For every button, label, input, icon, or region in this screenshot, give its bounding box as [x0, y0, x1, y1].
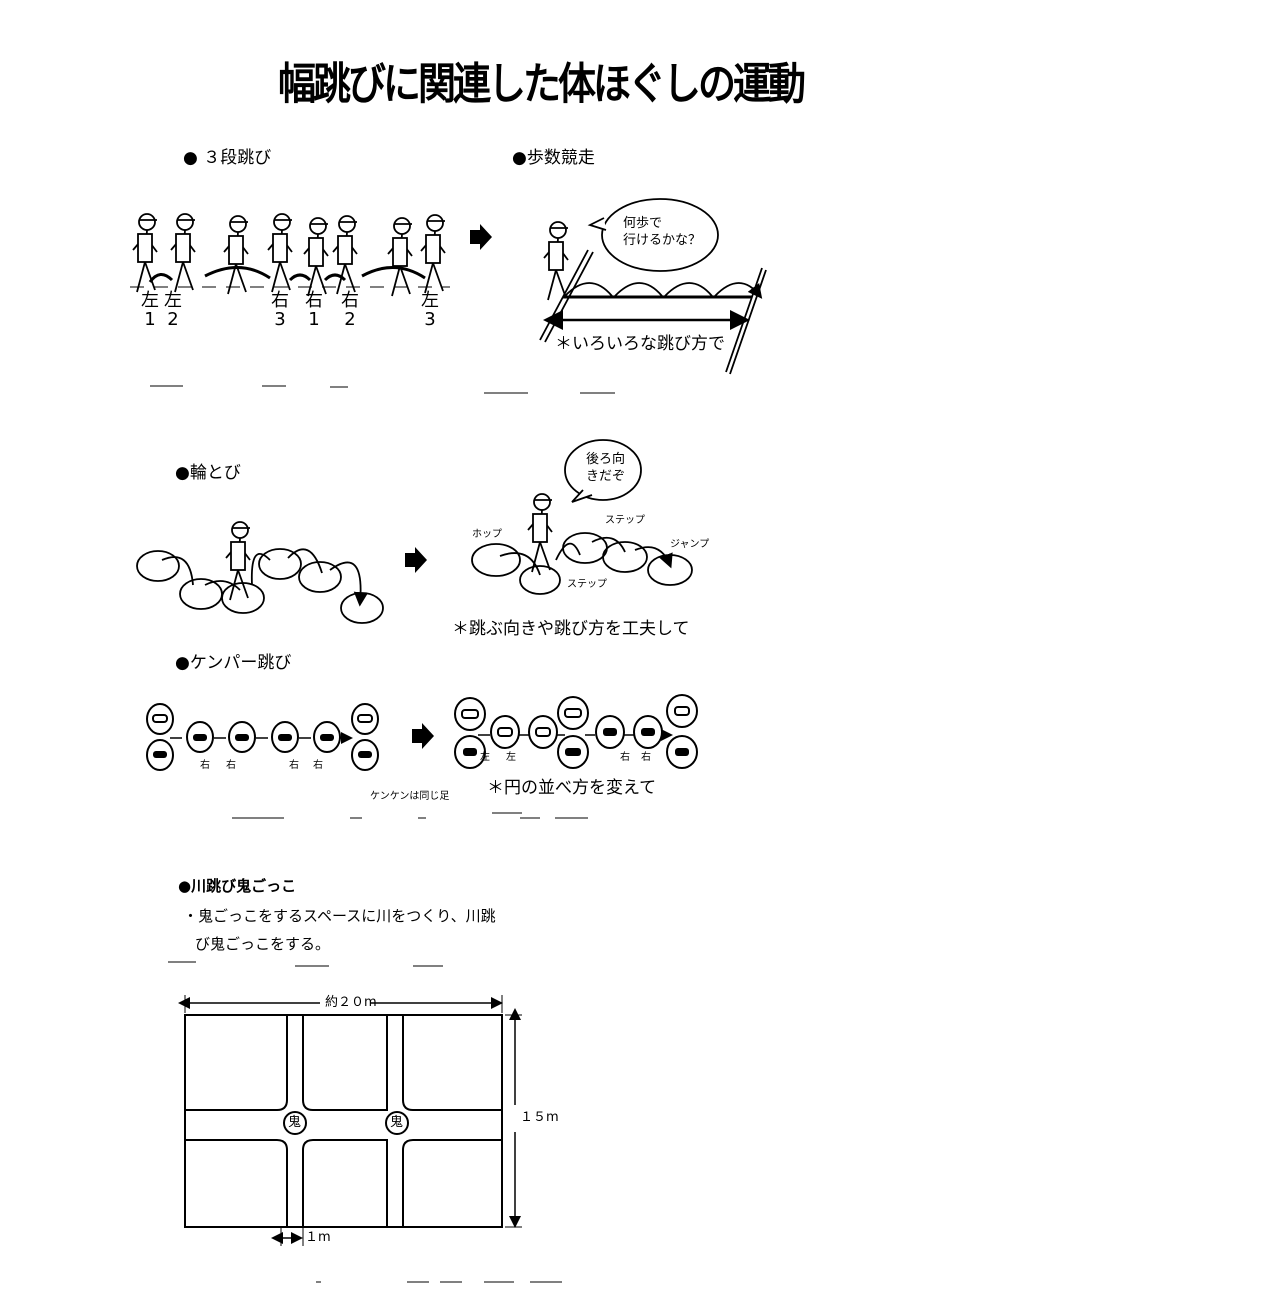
ring-jump-heading: ●輪とび: [175, 463, 241, 483]
foot-label: 右: [313, 760, 323, 771]
step-number: 2: [344, 309, 356, 330]
step-foot: 左: [164, 290, 182, 311]
arrow-icon: [470, 224, 492, 250]
step-race-note: ＊いろいろな跳び方で: [555, 334, 725, 354]
kenpa-heading: ●ケンパー跳び: [175, 653, 292, 673]
step-number: 2: [167, 309, 179, 330]
river-tag-description: び鬼ごっこをする。: [195, 935, 331, 953]
kenpa-note: ＊円の並べ方を変えて: [487, 778, 657, 798]
step-foot: 左: [141, 290, 159, 311]
triple-jump-heading: ● ３段跳び: [183, 148, 272, 168]
step-label: ステップ: [567, 579, 607, 590]
height-label: １５m: [520, 1110, 559, 1125]
ring-jump-illustration: [136, 439, 693, 624]
river-tag-heading: ●川跳び鬼ごっこ: [178, 877, 297, 895]
foot-label: 右: [620, 752, 630, 763]
oni-marker: 鬼: [288, 1115, 302, 1130]
page-title: 幅跳びに関連した体ほぐしの運動: [278, 58, 806, 110]
kenpa-illustration: [146, 694, 698, 771]
step-number: 1: [308, 309, 320, 330]
scan-marks: [150, 385, 615, 1283]
step-number: 3: [274, 309, 286, 330]
speech-bubble-text: 後ろ向: [586, 452, 626, 467]
foot-label: 右: [289, 760, 299, 771]
step-foot: 右: [305, 290, 323, 311]
jump-label: ジャンプ: [670, 539, 710, 550]
step-race-illustration: [539, 198, 766, 375]
step-foot: 左: [421, 290, 439, 311]
ring-jump-note: ＊跳ぶ向きや跳び方を工夫して: [452, 619, 690, 639]
arrow-icon: [412, 723, 434, 749]
oni-marker: 鬼: [390, 1115, 404, 1130]
hop-label: ホップ: [472, 529, 502, 540]
foot-label: 左: [480, 752, 490, 763]
arrow-icon: [405, 547, 427, 573]
step-race-heading: ●歩数競走: [512, 148, 595, 168]
foot-label: 右: [226, 760, 236, 771]
step-number: 1: [144, 309, 156, 330]
kenpa-small-note: ケンケンは同じ足: [370, 791, 450, 802]
foot-label: 左: [506, 752, 516, 763]
width-label: 約２０m: [325, 995, 377, 1010]
step-foot: 右: [341, 290, 359, 311]
foot-label: 右: [200, 760, 210, 771]
speech-bubble-text: 何歩で: [623, 216, 663, 231]
triple-jump-illustration: [130, 213, 450, 297]
speech-bubble-text: きだぞ: [586, 469, 626, 484]
step-label: ステップ: [605, 515, 645, 526]
step-number: 3: [424, 309, 436, 330]
foot-label: 右: [641, 752, 651, 763]
river-tag-description: ・鬼ごっこをするスペースに川をつくり、川跳: [183, 907, 496, 925]
river-tag-diagram: [185, 995, 522, 1246]
river-width-label: １m: [305, 1230, 331, 1245]
speech-bubble-text: 行けるかな？: [623, 233, 702, 248]
step-foot: 右: [271, 290, 289, 311]
